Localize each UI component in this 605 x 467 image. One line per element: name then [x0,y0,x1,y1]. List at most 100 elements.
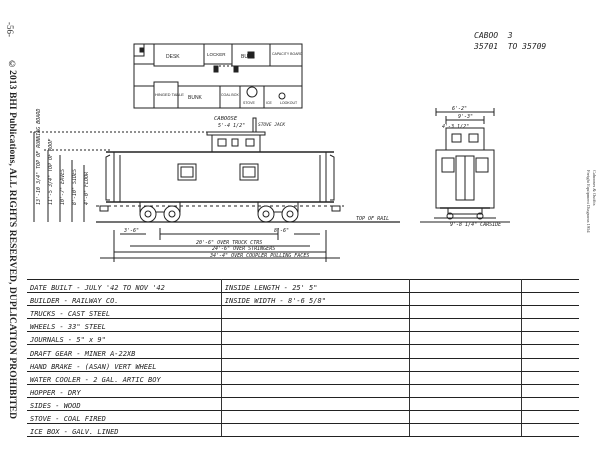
spec-blank-cell [409,371,523,385]
plan-stove: STOVE [243,101,255,105]
spec-right-cell [221,305,411,320]
spec-left-cell: HAND BRAKE - (ASAN) VERT WHEEL [27,358,222,372]
caboose-label: CABOOSE [214,116,238,122]
spec-blank-cell [521,292,579,307]
plan-coal-box: COAL BOX [221,93,239,97]
spec-left-cell: STOVE - COAL FIRED [27,410,222,425]
spec-blank-cell [521,410,579,425]
spec-blank-cell [521,371,579,385]
spec-row: BUILDER - RAILWAY CO.INSIDE WIDTH - 8'-6… [27,292,579,307]
spec-right-cell [221,371,411,385]
spec-right-cell [221,397,411,411]
plan-hinged-table: HINGED TABLE [155,92,184,97]
spec-row: DRAFT GEAR - MINER A-22XB [27,344,579,359]
end-top-width: 6'-2" [452,106,467,112]
side-elevation [30,117,400,262]
svg-text:8'-10" SIDES: 8'-10" SIDES [72,169,78,205]
svg-text:11'-5 3/4" TOP OF ROOF: 11'-5 3/4" TOP OF ROOF [48,138,54,205]
dim-5-4: 5'-4 1/2" [218,123,245,129]
spec-left-cell: WATER COOLER - 2 GAL. ARTIC BOY [27,371,222,385]
spec-right-cell [221,344,411,359]
spec-blank-cell [521,305,579,320]
plan-ice: ICE [266,101,273,105]
spec-blank-cell [409,331,523,346]
spec-right-cell: INSIDE LENGTH - 25' 5" [221,278,411,294]
spec-blank-cell [409,278,523,294]
spec-row: JOURNALS - 5" x 9" [27,331,579,346]
spec-row: STOVE - COAL FIRED [27,410,579,425]
spec-left-cell: SIDES - WOOD [27,397,222,411]
copyright-notice: ©2013 BHI Publications, ALL RIGHTS RESER… [7,60,17,420]
spec-left-cell: HOPPER - DRY [27,384,222,398]
spec-right-cell [221,410,411,425]
svg-text:10'-7" EAVES: 10'-7" EAVES [60,169,66,205]
spec-row: WHEELS - 33" STEEL [27,318,579,333]
spec-left-cell: ICE BOX - GALV. LINED [27,423,222,438]
dim-8-6: 8'-6" [274,228,289,234]
plan-bunk-top: BUNK [241,54,256,60]
dim-over-truck-centers: 20'-6" OVER TRUCK CTRS [196,240,262,246]
dim-over-stringers: 24'-6" OVER STRINGERS [212,246,275,252]
spec-left-cell: JOURNALS - 5" x 9" [27,331,222,346]
spec-blank-cell [521,423,579,438]
spec-right-cell [221,358,411,372]
spec-row: WATER COOLER - 2 GAL. ARTIC BOY [27,371,579,385]
page-number: -56- [5,22,15,37]
stove-jack-label: STOVE JACK [258,122,285,128]
spec-right-cell [221,423,411,438]
spec-blank-cell [521,397,579,411]
spec-row: HAND BRAKE - (ASAN) VERT WHEEL [27,358,579,372]
plan-bunk-bottom: BUNK [188,95,203,101]
spec-left-cell: WHEELS - 33" STEEL [27,318,222,333]
car-number: CABOO 3 35701 TO 35709 [474,30,546,52]
end-elevation [420,108,510,223]
end-width-2: 9'-3" [458,114,473,120]
spec-right-cell [221,384,411,398]
spec-blank-cell [521,318,579,333]
spec-blank-cell [409,318,523,333]
spec-blank-cell [409,384,523,398]
spec-right-cell [221,331,411,346]
spec-row: TRUCKS - CAST STEEL [27,305,579,320]
spec-row: ICE BOX - GALV. LINED [27,423,579,438]
spec-blank-cell [521,358,579,372]
dim-3-6: 3'-6" [123,228,139,234]
spec-blank-cell [409,423,523,438]
spec-blank-cell [409,410,523,425]
end-width-3: 4'-3 1/2" [442,124,469,130]
spec-blank-cell [409,358,523,372]
plan-lookout: LOOKOUT [280,101,298,105]
spec-blank-cell [521,278,579,294]
spec-right-cell: INSIDE WIDTH - 8'-6 5/8" [221,292,411,307]
dim-over-couplers: 34'-4" OVER COUPLER PULLING FACES [209,253,309,259]
car-number-line2: 35701 TO 35709 [474,42,547,51]
svg-text:13'-10 3/4" TOP OF RUNNING BOA: 13'-10 3/4" TOP OF RUNNING BOARD [36,109,42,205]
plan-capacity-board: CAPACITY BOARD [272,52,303,56]
spec-left-cell: DRAFT GEAR - MINER A-22XB [27,344,222,359]
spec-blank-cell [409,305,523,320]
spec-blank-cell [409,292,523,307]
spec-blank-cell [409,397,523,411]
spec-left-cell: BUILDER - RAILWAY CO. [27,292,222,307]
spec-row: HOPPER - DRY [27,384,579,398]
floor-plan: DESK LOCKER BUNK CAPACITY BOARD HINGED T… [133,43,303,109]
spec-right-cell [221,318,411,333]
spec-blank-cell [521,331,579,346]
svg-text:4'-0" FLOOR: 4'-0" FLOOR [84,172,90,205]
caboose-drawing: DESK LOCKER BUNK CAPACITY BOARD HINGED T… [30,43,510,262]
car-number-line1: CABOO 3 [474,31,513,40]
plan-desk: DESK [166,54,180,60]
top-of-rail: TOP OF RAIL [356,216,389,222]
plan-locker: LOCKER [207,52,226,57]
spec-left-cell: DATE BUILT - JULY '42 TO NOV '42 [27,278,222,294]
spec-blank-cell [409,344,523,359]
spec-row: SIDES - WOOD [27,397,579,411]
spec-blank-cell [521,344,579,359]
spec-left-cell: TRUCKS - CAST STEEL [27,305,222,320]
end-bottom-width: 9'-8 1/4" CARSIDE [450,222,501,228]
right-margin-caption-2: Freight Equipment Diagrams 1954 [586,170,591,233]
right-margin-caption: Cabooses & Outfits [592,170,597,206]
